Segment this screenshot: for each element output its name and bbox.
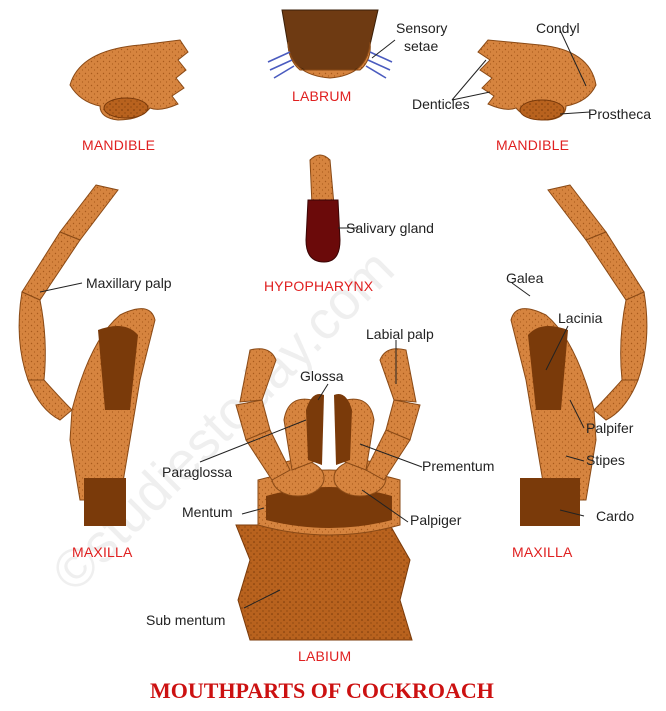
prostheca-label: Prostheca [588, 106, 651, 122]
right-maxilla-shape [511, 185, 647, 526]
sensory-setae-label-line1: Sensory [396, 20, 447, 36]
palpifer-label: Palpifer [586, 420, 633, 436]
hypopharynx-label: HYPOPHARYNX [264, 278, 373, 294]
paraglossa-label: Paraglossa [162, 464, 232, 480]
labium-shape [236, 349, 420, 640]
prementum-label: Prementum [422, 458, 494, 474]
left-mandible-label: MANDIBLE [82, 137, 155, 153]
salivary-gland-label: Salivary gland [346, 220, 434, 236]
condyl-label: Condyl [536, 20, 580, 36]
labrum-shape [268, 10, 392, 78]
mentum-label: Mentum [182, 504, 233, 520]
galea-label: Galea [506, 270, 543, 286]
denticles-label: Denticles [412, 96, 470, 112]
maxillary-palp-label: Maxillary palp [86, 275, 172, 291]
labium-label: LABIUM [298, 648, 351, 664]
cardo-label: Cardo [596, 508, 634, 524]
sub-mentum-label: Sub mentum [146, 612, 225, 628]
stipes-label: Stipes [586, 452, 625, 468]
diagram-title: MOUTHPARTS OF COCKROACH [150, 678, 494, 704]
labrum-label: LABRUM [292, 88, 352, 104]
left-maxilla-shape [19, 185, 155, 526]
left-maxilla-label: MAXILLA [72, 544, 133, 560]
hypopharynx-shape [306, 155, 340, 262]
right-mandible-shape [478, 40, 596, 120]
left-mandible-shape [70, 40, 188, 120]
palpiger-label: Palpiger [410, 512, 461, 528]
right-maxilla-label: MAXILLA [512, 544, 573, 560]
lacinia-label: Lacinia [558, 310, 602, 326]
right-mandible-label: MANDIBLE [496, 137, 569, 153]
glossa-label: Glossa [300, 368, 344, 384]
labial-palp-label: Labial palp [366, 326, 434, 342]
sensory-setae-label-line2: setae [404, 38, 438, 54]
